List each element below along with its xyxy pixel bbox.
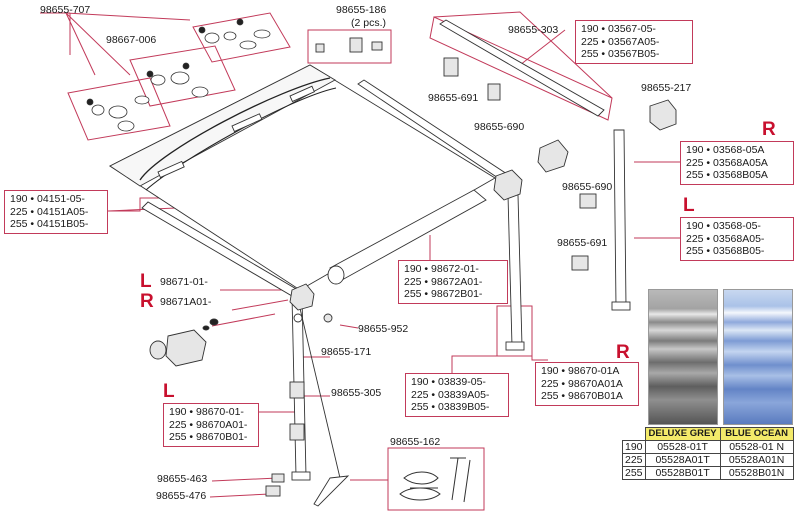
box-line: 255 • 98672B01- [404,288,483,300]
header-deluxe-grey: DELUXE GREY [644,427,721,441]
part-label-98655-691-top: 98655-691 [428,92,479,104]
box-line: 190 • 98672-01- [404,263,479,275]
box-line: 255 • 03568B05- [686,245,765,257]
tie-down-kit [399,457,471,503]
end-cap-assembly [149,318,219,367]
side-letter-right: R [616,342,630,363]
box-line: 190 • 98670-01- [169,406,244,418]
part-label-98655-476: 98655-476 [156,490,207,502]
part-label-98655-690-mid: 98655-690 [562,181,613,193]
box-line: 225 • 03568A05- [686,232,765,245]
part-label-98671A01: 98671A01- [160,296,212,308]
part-label-98655-952: 98655-952 [358,323,409,335]
box-line: 255 • 98670B01- [169,431,248,443]
part-label-98655-305: 98655-305 [331,387,382,399]
grey-code-cell: 05528B01T [644,466,721,480]
box-04151: 190 • 04151-05- 225 • 04151A05- 255 • 04… [4,190,108,234]
part-label-98655-217: 98655-217 [641,82,692,94]
fabric-table-header: DELUXE GREY BLUE OCEAN [623,427,794,441]
side-letter-left: L [140,271,152,292]
box-line: 225 • 98670A01- [169,418,248,431]
grey-code-cell: 05528-01T [644,440,721,454]
side-letter-right: R [762,119,776,140]
part-label-98655-691-mid: 98655-691 [557,237,608,249]
blue-code-cell: 05528A01N [719,453,794,467]
blue-code-cell: 05528-01 N [719,440,794,454]
swatch-blue-ocean [723,289,793,425]
hardware-kit-707 [86,18,271,132]
header-blue-ocean: BLUE OCEAN [719,427,794,441]
side-letter-left: L [163,381,175,402]
corner-cell [623,428,646,441]
grey-code-cell: 05528A01T [644,453,721,467]
box-line: 225 • 03567A05- [581,35,660,48]
box-98670-left: 190 • 98670-01- 225 • 98670A01- 255 • 98… [163,403,259,447]
frame-rails [141,19,631,507]
box-03839: 190 • 03839-05- 225 • 03839A05- 255 • 03… [405,373,509,417]
box-line: 255 • 03567B05- [581,48,660,60]
fabric-table: DELUXE GREY BLUE OCEAN 190 05528-01T 055… [622,427,794,480]
awning-canvas [109,64,496,291]
box-03568-right: 190 • 03568-05A 225 • 03568A05A 255 • 03… [680,141,794,185]
part-label-98667-006: 98667-006 [106,34,157,46]
part-label-98655-171: 98655-171 [321,346,372,358]
part-qty-98655-186: (2 pcs.) [351,17,387,29]
box-03567: 190 • 03567-05- 225 • 03567A05- 255 • 03… [575,20,693,64]
box-line: 190 • 04151-05- [10,193,85,205]
box-line: 255 • 03839B05- [411,401,490,413]
box-line: 225 • 03839A05- [411,388,490,401]
table-row: 255 05528B01T 05528B01N [622,466,794,480]
blue-code-cell: 05528B01N [719,466,794,480]
box-line: 190 • 03568-05A [686,144,765,156]
box-line: 225 • 98670A01A [541,377,623,390]
size-cell: 255 [622,466,646,480]
box-line: 190 • 03839-05- [411,376,486,388]
part-label-98655-162: 98655-162 [390,436,441,448]
box-line: 225 • 03568A05A [686,156,768,169]
box-line: 190 • 03568-05- [686,220,761,232]
part-label-98655-303: 98655-303 [508,24,559,36]
box-98670-right: 190 • 98670-01A 225 • 98670A01A 255 • 98… [535,362,639,406]
part-label-98655-186: 98655-186 [336,4,387,16]
table-row: 190 05528-01T 05528-01 N [622,440,794,454]
brackets [265,37,677,497]
side-letter-left: L [683,195,695,216]
size-cell: 225 [622,453,646,467]
box-line: 190 • 98670-01A [541,365,620,377]
box-98672: 190 • 98672-01- 225 • 98672A01- 255 • 98… [398,260,508,304]
box-line: 255 • 03568B05A [686,169,768,181]
box-line: 225 • 98672A01- [404,275,483,288]
table-row: 225 05528A01T 05528A01N [622,453,794,467]
box-line: 190 • 03567-05- [581,23,656,35]
box-line: 255 • 98670B01A [541,390,623,402]
part-label-98655-690-top: 98655-690 [474,121,525,133]
part-label-98655-707: 98655-707 [40,4,91,16]
box-line: 255 • 04151B05- [10,218,89,230]
box-line: 225 • 04151A05- [10,205,89,218]
size-cell: 190 [622,440,646,454]
part-label-98671-01: 98671-01- [160,276,208,288]
side-letter-right: R [140,291,154,312]
swatch-deluxe-grey [648,289,718,425]
box-03568-left: 190 • 03568-05- 225 • 03568A05- 255 • 03… [680,217,794,261]
part-label-98655-463: 98655-463 [157,473,208,485]
